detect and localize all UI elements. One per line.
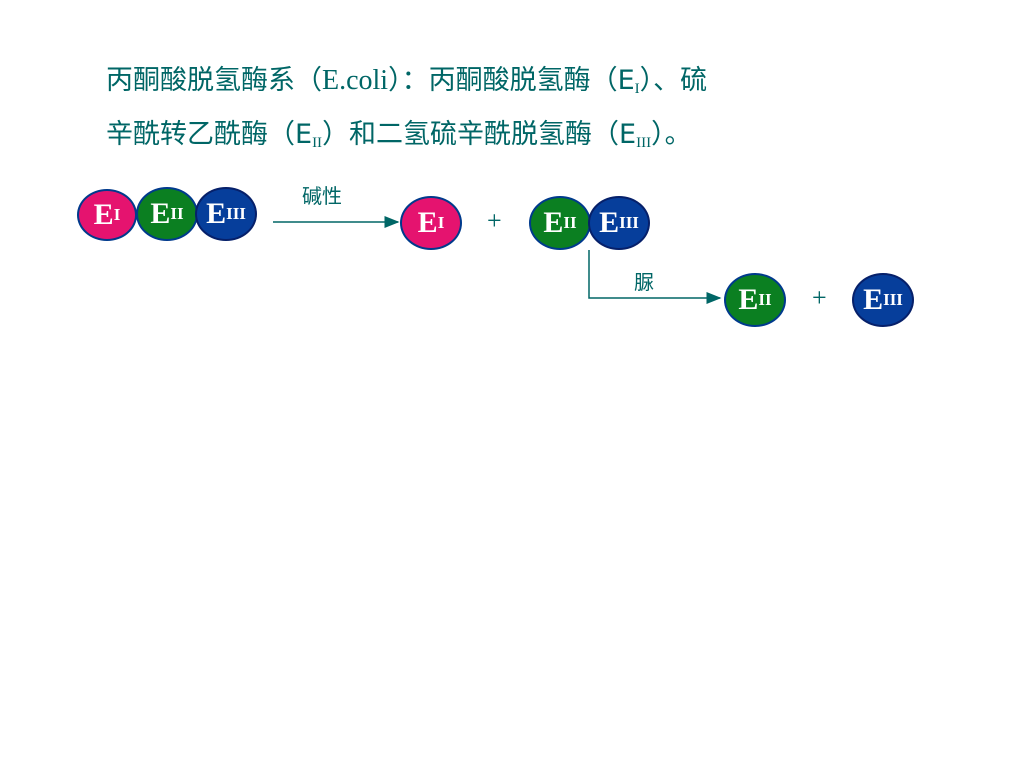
- title-line-1: 丙酮酸脱氢酶系（E.coli）：丙酮酸脱氢酶（EI）、硫: [106, 65, 708, 97]
- title-line-2: 辛酰转乙酰酶（EII）和二氢硫辛酰脱氢酶（EIII）。: [106, 119, 692, 151]
- plus-sign-2: +: [812, 283, 827, 312]
- plus-sign-1: +: [487, 206, 502, 235]
- label-alkaline: 碱性: [302, 184, 342, 208]
- label-urea: 脲: [634, 270, 654, 294]
- page-title: 丙酮酸脱氢酶系（E.coli）：丙酮酸脱氢酶（EI）、硫 辛酰转乙酰酶（EII）…: [106, 58, 926, 166]
- arrow-urea: [588, 250, 722, 304]
